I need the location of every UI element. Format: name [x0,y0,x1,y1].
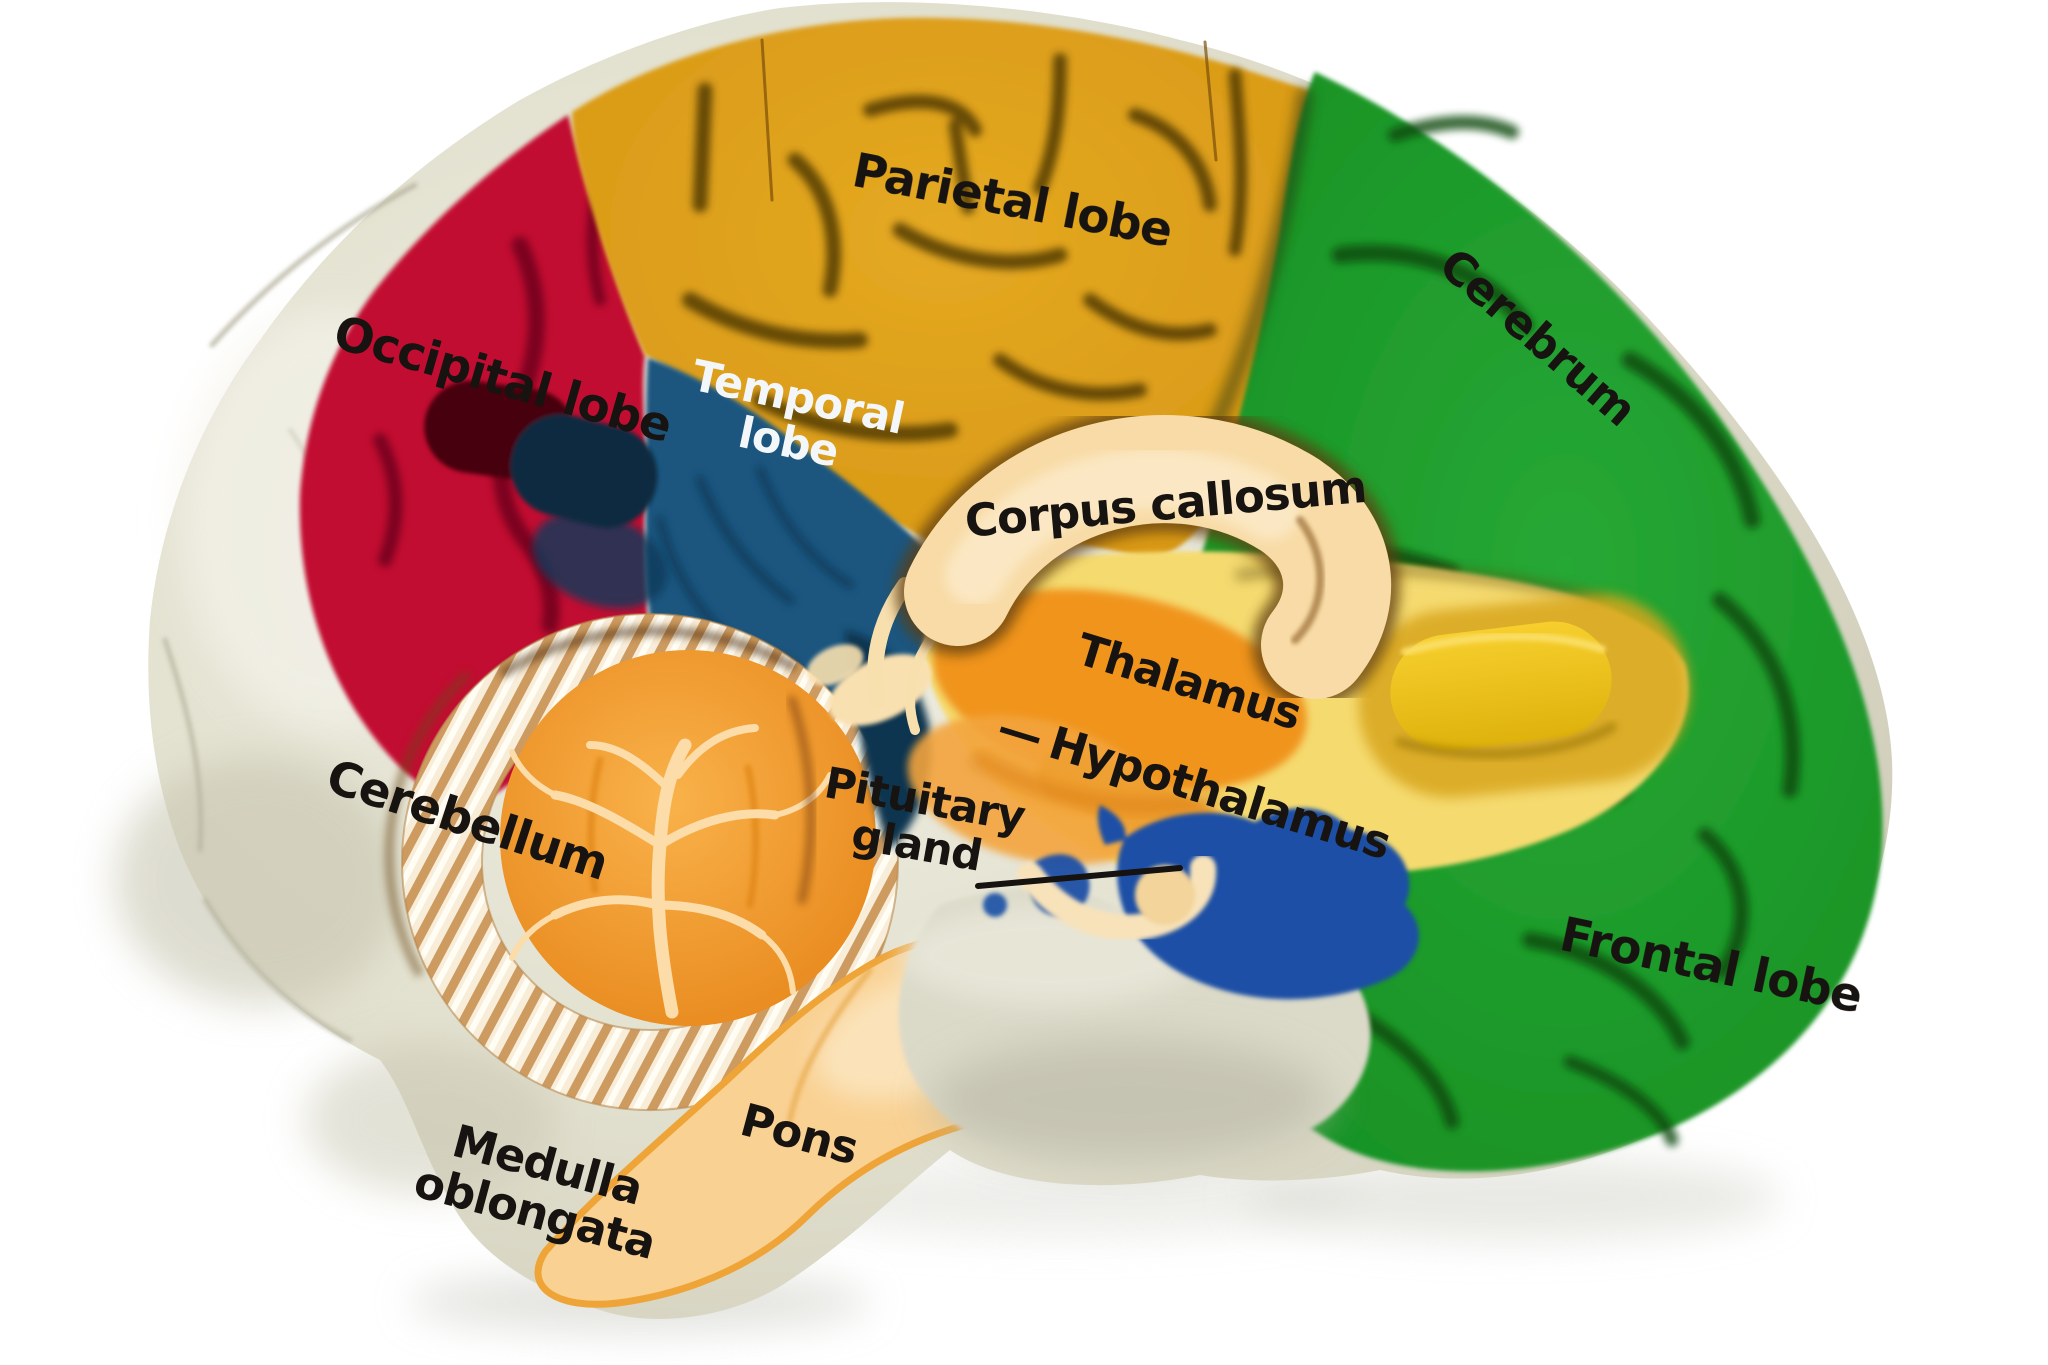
pituitary-pointer-line [975,865,1183,889]
pituitary-gland-structure [1017,855,1217,941]
cerebellum-region [384,613,900,1111]
arbor-vitae-veins [509,724,833,1019]
yellow-plug [1390,621,1612,751]
handle-hole [424,380,658,528]
ventricle-blue-region [983,805,1419,1000]
corpus-callosum-region [895,406,1401,708]
